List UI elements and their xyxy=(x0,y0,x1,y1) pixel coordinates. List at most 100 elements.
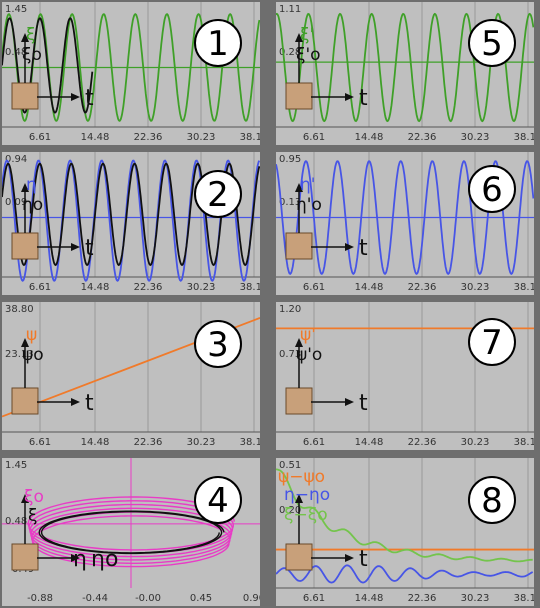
panel-number-circle xyxy=(194,170,242,218)
label-var-o: η'o xyxy=(296,195,322,215)
axis-label-t: t xyxy=(359,86,368,111)
x-tick-3: 0.45 xyxy=(190,593,212,604)
phase-curve-1 xyxy=(38,510,225,555)
y-tick-top: 38.80 xyxy=(5,304,34,315)
y-tick-mid: 0.48 xyxy=(5,516,27,527)
panel-number-label: 5 xyxy=(481,24,503,64)
x-tick-2: 22.36 xyxy=(134,282,163,293)
label-var: ψ' xyxy=(300,325,316,345)
x-tick-0: 6.61 xyxy=(29,437,51,448)
label-var-o: ηo xyxy=(22,195,43,215)
origin-box-icon xyxy=(11,232,39,260)
phase-curve-0 xyxy=(27,496,235,568)
panel-number-badge: 3 xyxy=(194,320,242,368)
y-tick-mid: 0.73 xyxy=(279,349,301,360)
right-arrowhead-icon xyxy=(71,243,80,251)
x-tick-0: -0.88 xyxy=(27,593,53,604)
chart-panel-1: 1.450.480.496.6114.4822.3630.2338.11ξξot… xyxy=(2,2,260,143)
axis-label-t: t xyxy=(85,236,94,261)
y-tick-top: 1.45 xyxy=(5,4,27,15)
chart-panel-5: 1.110.280.546.6114.4822.3630.2338.11ξ'ξ'… xyxy=(276,2,534,143)
panel-number-label: 8 xyxy=(481,481,503,521)
y-tick-mid: 0.09 xyxy=(5,197,27,208)
panel-3-psi: 38.8023.138.956.6114.4822.3630.2338.11ψψ… xyxy=(2,302,260,450)
chart-panel-4: -0.88-0.44-0.000.450.901.450.480.49ξoξηη… xyxy=(2,458,260,604)
up-arrowhead-icon xyxy=(21,494,29,503)
x-tick-4: 38.11 xyxy=(514,282,534,293)
chart-panel-6: 0.950.130.576.6114.4822.3630.2338.11η'η'… xyxy=(276,152,534,293)
panel-number-label: 1 xyxy=(207,24,229,64)
right-arrowhead-icon xyxy=(345,398,354,406)
y-tick-mid: 0.28 xyxy=(279,47,301,58)
chart-panel-8: 0.510.200.106.6114.4822.3630.2338.11ψ−ψo… xyxy=(276,458,534,604)
x-tick-3: 30.23 xyxy=(461,437,490,448)
y-tick-top: 1.11 xyxy=(279,4,301,15)
series-line-0 xyxy=(2,159,260,282)
panel-number-circle xyxy=(194,320,242,368)
panel-number-badge: 6 xyxy=(468,165,516,213)
x-tick-0: 6.61 xyxy=(29,282,51,293)
x-tick-2: 22.36 xyxy=(134,132,163,143)
panel-number-badge: 2 xyxy=(194,170,242,218)
panel-number-label: 7 xyxy=(481,323,503,363)
x-tick-2: -0.00 xyxy=(135,593,161,604)
up-arrowhead-icon xyxy=(295,33,303,42)
origin-box-icon xyxy=(285,387,313,415)
origin-box-icon xyxy=(11,82,39,110)
x-tick-4: 38.11 xyxy=(240,437,260,448)
chart-panel-3: 38.8023.138.956.6114.4822.3630.2338.11ψψ… xyxy=(2,302,260,448)
x-tick-2: 22.36 xyxy=(408,282,437,293)
panel-number-circle xyxy=(468,318,516,366)
label-var: ξ' xyxy=(300,25,314,45)
x-tick-2: 22.36 xyxy=(408,437,437,448)
label-var: ψ xyxy=(26,325,37,345)
panel-number-badge: 7 xyxy=(468,318,516,366)
panel-6-eta-prime: 0.950.130.576.6114.4822.3630.2338.11η'η'… xyxy=(276,152,534,295)
panel-7-psi-prime: 1.200.730.326.6114.4822.3630.2338.11ψ'ψ'… xyxy=(276,302,534,450)
panel-number-circle xyxy=(468,476,516,524)
right-arrowhead-icon xyxy=(71,554,80,562)
x-tick-3: 30.23 xyxy=(187,132,216,143)
origin-box-icon xyxy=(11,387,39,415)
series-line-1 xyxy=(2,17,94,114)
right-arrowhead-icon xyxy=(71,398,80,406)
y-tick-mid: 0.13 xyxy=(279,197,301,208)
x-tick-3: 30.23 xyxy=(187,282,216,293)
x-tick-4: 38.11 xyxy=(514,132,534,143)
up-arrowhead-icon xyxy=(21,338,29,347)
x-tick-1: 14.48 xyxy=(355,593,384,604)
label-xi: ξ xyxy=(28,506,37,526)
axis-label-eta-o: ηo xyxy=(91,547,118,572)
label-var: η xyxy=(26,175,37,195)
panel-8-differences: 0.510.200.106.6114.4822.3630.2338.11ψ−ψo… xyxy=(276,458,534,606)
x-tick-2: 22.36 xyxy=(408,132,437,143)
x-tick-3: 30.23 xyxy=(461,132,490,143)
panel-number-label: 3 xyxy=(207,325,229,365)
axis-label-eta: η xyxy=(73,547,87,572)
label-eta-diff: η−ηo xyxy=(284,485,330,505)
x-tick-4: 38.11 xyxy=(514,593,534,604)
x-tick-4: 0.90 xyxy=(243,593,260,604)
x-tick-2: 22.36 xyxy=(134,437,163,448)
right-arrowhead-icon xyxy=(345,243,354,251)
label-var: η' xyxy=(300,175,315,195)
label-psi-diff: ψ−ψo xyxy=(278,467,325,487)
x-tick-0: 6.61 xyxy=(29,132,51,143)
label-var-o: ξo xyxy=(22,45,42,65)
panel-number-badge: 1 xyxy=(194,19,242,67)
x-tick-1: 14.48 xyxy=(355,437,384,448)
label-xi-diff: ξ−ξo xyxy=(284,505,328,525)
y-tick-top: 0.94 xyxy=(5,154,27,165)
y-tick-top: 1.20 xyxy=(279,304,301,315)
y-tick-mid: 23.13 xyxy=(5,349,34,360)
origin-box-icon xyxy=(285,543,313,571)
x-tick-1: 14.48 xyxy=(81,282,110,293)
axis-label-t: t xyxy=(85,86,94,111)
x-tick-4: 38.11 xyxy=(514,437,534,448)
label-var: ξ xyxy=(26,25,35,45)
panel-number-circle xyxy=(468,19,516,67)
panel-number-circle xyxy=(468,165,516,213)
up-arrowhead-icon xyxy=(21,33,29,42)
y-tick-top: 0.51 xyxy=(279,460,301,471)
panel-5-xi-prime: 1.110.280.546.6114.4822.3630.2338.11ξ'ξ'… xyxy=(276,2,534,145)
